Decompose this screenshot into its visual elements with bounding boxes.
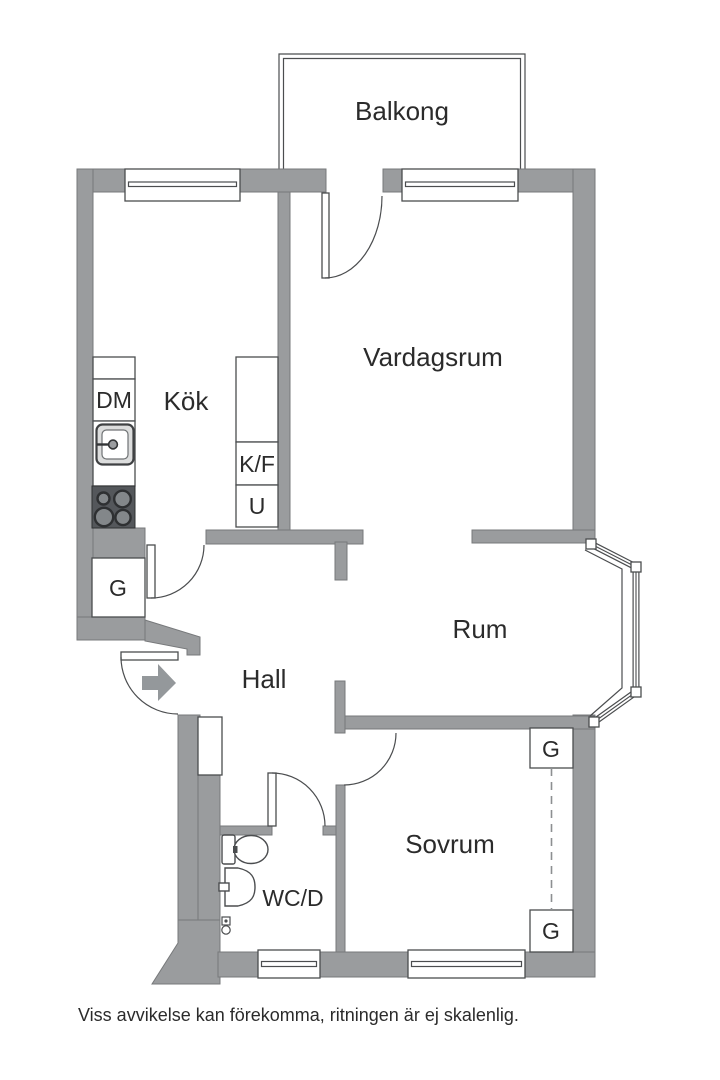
room-label-kitchen: Kök	[164, 386, 210, 416]
bedroom-top-wall	[344, 715, 596, 730]
entry-door-arc	[120, 656, 179, 715]
doors-layer	[120, 192, 397, 827]
hall-passage-stub-upper	[334, 541, 348, 581]
kitchen-lower-wall-chunk	[92, 527, 146, 559]
window-icon	[401, 168, 519, 202]
bathroom-fixtures	[218, 834, 269, 935]
kitchen-bottom-wall	[205, 529, 364, 545]
balcony-outline-inner	[282, 57, 522, 169]
washbasin-icon	[218, 867, 256, 907]
room-label-bathroom: WC/D	[262, 885, 323, 911]
bay-post	[585, 538, 597, 550]
wc-bedroom-wall	[335, 784, 346, 953]
entry-arrow-icon	[142, 664, 176, 701]
bay-window-icon	[584, 538, 642, 728]
drain-icon	[221, 916, 231, 935]
cabinet-box	[235, 356, 279, 443]
top-wall-segment	[239, 168, 327, 193]
closet-lower-wall-chunk	[76, 616, 146, 641]
top-wall-segment	[382, 168, 403, 193]
label-dishwasher: DM	[96, 387, 132, 413]
balcony-outline-outer	[278, 53, 526, 169]
wardrobe-box-bedroom-top	[529, 727, 574, 769]
balcony-door-arc	[324, 195, 383, 279]
wc-door-arc	[271, 772, 326, 827]
window-icon	[124, 168, 241, 202]
label-wardrobe-kitchen: G	[109, 575, 127, 601]
kitchen-door-leaf	[146, 544, 156, 599]
bottom-left-corner-wall	[151, 919, 221, 985]
toilet-icon	[221, 834, 269, 865]
sink-icon	[95, 423, 135, 466]
entry-jog-wall	[144, 619, 201, 656]
counter-box	[92, 356, 136, 380]
kitchen-livingroom-wall	[277, 191, 291, 544]
label-wardrobe-bedroom-bottom: G	[542, 918, 560, 944]
hall-rum-stub	[334, 680, 346, 734]
oven-box	[235, 484, 279, 528]
balcony-door-leaf	[321, 192, 330, 279]
fridge-freezer-box	[235, 441, 279, 486]
entry-door-leaf	[120, 651, 179, 661]
hall-niche	[197, 716, 223, 776]
bay-inner-sill	[584, 549, 623, 717]
entry-wall-lower	[177, 714, 201, 953]
room-label-room: Rum	[453, 614, 508, 644]
wardrobe-box-kitchen	[91, 557, 146, 618]
room-label-bedroom: Sovrum	[405, 829, 495, 859]
windows-layer	[124, 168, 526, 979]
kitchen-counter	[91, 356, 279, 529]
kitchen-door-arc	[150, 544, 205, 599]
walls-layer	[76, 168, 596, 985]
window-icon	[257, 949, 321, 979]
room-label-living-room: Vardagsrum	[363, 342, 503, 372]
wc-door-leaf	[267, 772, 277, 827]
left-wall	[76, 168, 94, 641]
bay-post	[588, 716, 600, 728]
stove-icon	[91, 485, 136, 529]
wardrobe-box-bedroom-bottom	[529, 909, 574, 953]
wc-top-wall-left	[219, 825, 273, 836]
window-icon	[407, 949, 526, 979]
bay-post	[630, 561, 642, 573]
balcony	[278, 53, 526, 169]
right-wall-lower	[572, 714, 596, 978]
label-oven: U	[249, 493, 266, 519]
disclaimer-text: Viss avvikelse kan förekomma, ritningen …	[78, 1005, 519, 1025]
dishwasher-box	[92, 378, 136, 422]
label-wardrobe-bedroom-top: G	[542, 736, 560, 762]
room-label-hall: Hall	[242, 664, 287, 694]
bedroom-door-arc	[343, 732, 397, 786]
right-wall-upper	[572, 168, 596, 544]
label-fridge-freezer: K/F	[239, 451, 275, 477]
bay-post	[630, 686, 642, 698]
livingroom-bottom-wall	[471, 529, 596, 544]
room-label-balcony: Balkong	[355, 96, 449, 126]
